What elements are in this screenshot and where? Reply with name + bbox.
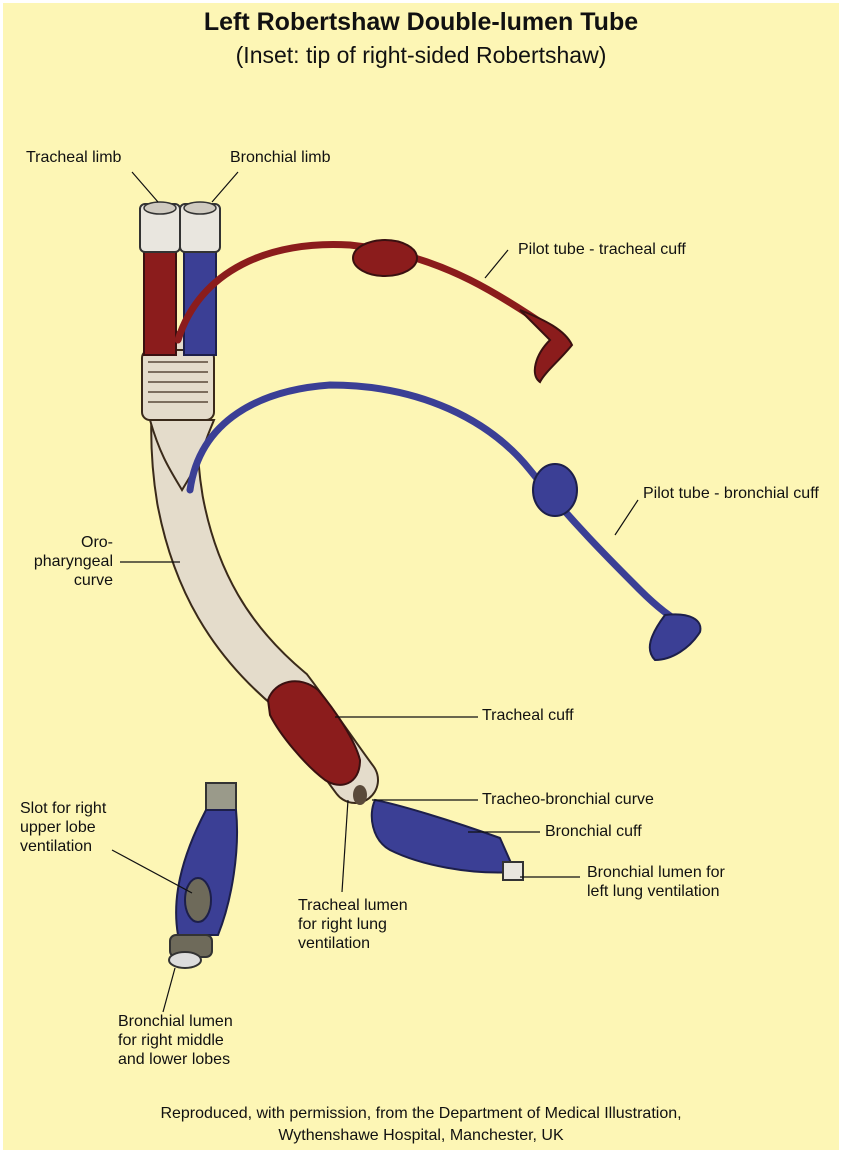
- figure-subtitle: (Inset: tip of right-sided Robertshaw): [0, 42, 842, 69]
- pilot-balloon-bronchial: [533, 464, 577, 516]
- tracheal-limb-tube: [144, 250, 176, 355]
- label-slot-right-upper-lobe: Slot for right upper lobe ventilation: [20, 799, 106, 856]
- label-tracheal-cuff: Tracheal cuff: [482, 706, 574, 725]
- label-bronchial-limb: Bronchial limb: [230, 148, 330, 167]
- label-tracheal-limb: Tracheal limb: [26, 148, 121, 167]
- label-tracheo-bronchial-curve: Tracheo-bronchial curve: [482, 790, 654, 809]
- connector-sleeve: [142, 350, 214, 420]
- tracheal-lumen-opening: [353, 785, 367, 805]
- inset-connector: [206, 783, 236, 811]
- inset-slot: [185, 878, 211, 922]
- label-tracheal-lumen-right: Tracheal lumen for right lung ventilatio…: [298, 896, 408, 953]
- figure-title: Left Robertshaw Double-lumen Tube: [0, 8, 842, 37]
- label-bronchial-lumen-right: Bronchial lumen for right middle and low…: [118, 1012, 233, 1069]
- pilot-tube-bronchial: [190, 385, 685, 625]
- label-bronchial-lumen-left: Bronchial lumen for left lung ventilatio…: [587, 863, 725, 901]
- inset-bronchial-lumen: [169, 952, 201, 968]
- label-oropharyngeal-curve: Oro- pharyngeal curve: [20, 533, 113, 590]
- credit-line: Reproduced, with permission, from the De…: [0, 1103, 842, 1147]
- tracheal-cuff: [268, 681, 360, 785]
- label-pilot-tube-bronchial: Pilot tube - bronchial cuff: [643, 484, 819, 503]
- pilot-balloon-tracheal: [353, 240, 417, 276]
- bronchial-cuff: [372, 800, 515, 873]
- label-bronchial-cuff: Bronchial cuff: [545, 822, 642, 841]
- label-pilot-tube-tracheal: Pilot tube - tracheal cuff: [518, 240, 686, 259]
